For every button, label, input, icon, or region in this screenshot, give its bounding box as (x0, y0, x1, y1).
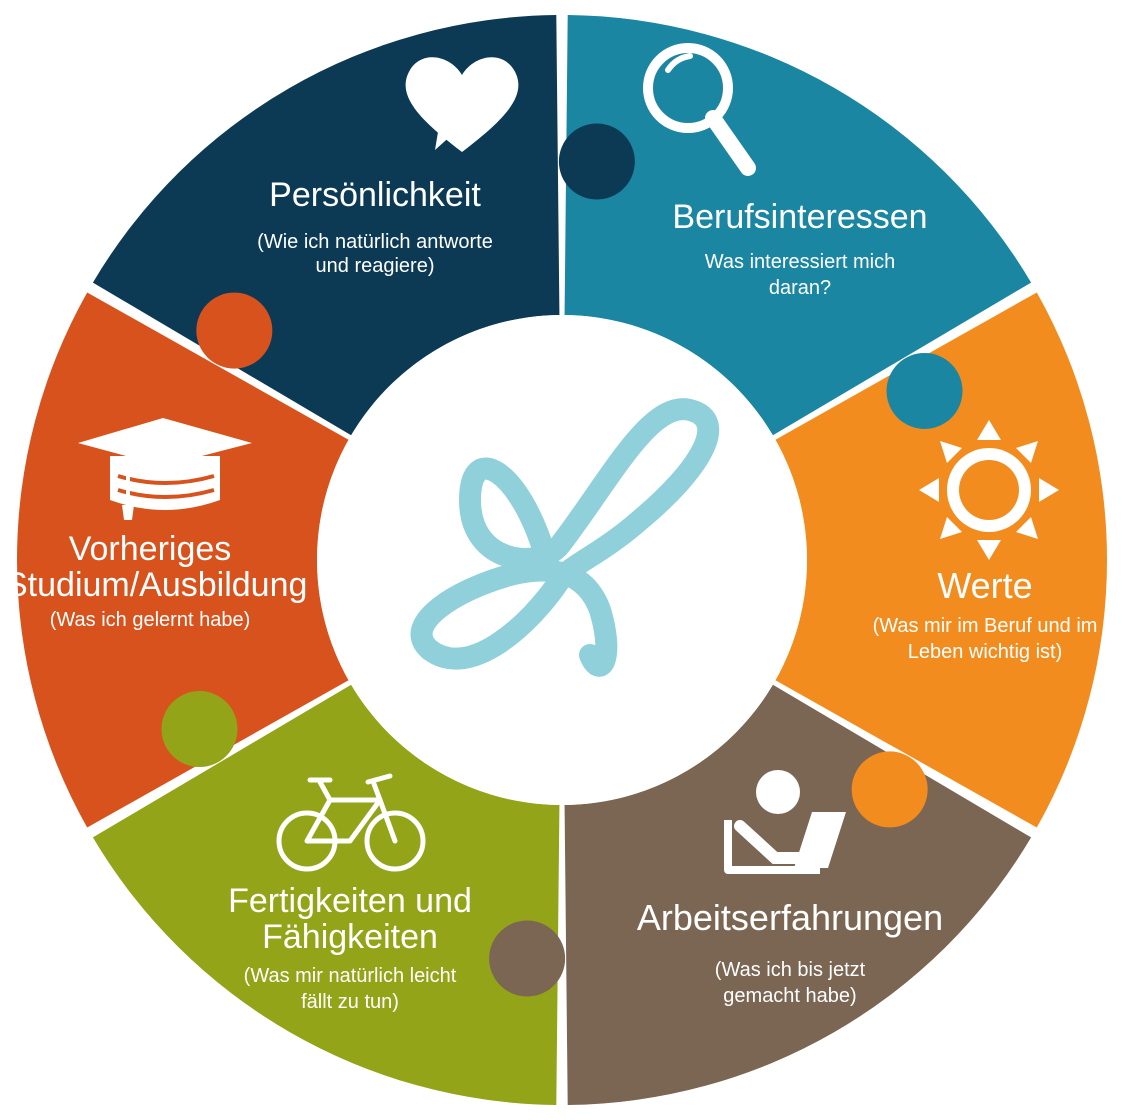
education-puzzle-tab (196, 292, 273, 369)
interests-subtitle-line2: daran? (768, 277, 832, 299)
skills-title-line2: Fähigkeiten (262, 918, 438, 956)
personality-subtitle-line2: und reagiere) (315, 255, 435, 277)
interests-subtitle-line1: Was interessiert mich (704, 251, 896, 273)
personality-puzzle-tab (558, 123, 635, 200)
values-subtitle-line2: Leben wichtig ist) (907, 641, 1063, 663)
center-hole (317, 315, 807, 805)
personality-title: Persönlichkeit (269, 176, 481, 214)
interests-title: Berufsinteressen (672, 198, 928, 236)
values-puzzle-tab (851, 751, 928, 828)
values-segment (775, 292, 1107, 828)
interests-puzzle-tab (886, 352, 963, 429)
education-subtitle-line1: (Was ich gelernt habe) (49, 609, 251, 631)
education-title-line2: Studium/Ausbildung (5, 566, 308, 604)
education-segment (16, 292, 349, 828)
personality-subtitle-line1: (Wie ich natürlich antworte (257, 231, 493, 253)
infinity-loop-icon (410, 398, 720, 677)
skills-subtitle-line2: fällt zu tun) (301, 991, 399, 1013)
experience-title: Arbeitserfahrungen (636, 897, 944, 938)
values-title: Werte (937, 565, 1033, 606)
interests-segment (564, 15, 1032, 436)
experience-puzzle-tab (489, 920, 566, 997)
experience-subtitle-line2: gemacht habe) (723, 985, 857, 1007)
sun-icon (919, 420, 1059, 560)
heart-icon (405, 57, 519, 153)
education-title-line1: Vorheriges (68, 530, 232, 568)
experience-subtitle-line1: (Was ich bis jetzt (714, 959, 866, 981)
bicycle-icon (276, 773, 426, 872)
skills-subtitle-line1: (Was mir natürlich leicht (243, 965, 457, 987)
skills-title-line1: Fertigkeiten und (228, 882, 472, 920)
magnifier-icon (643, 43, 756, 176)
values-subtitle-line1: (Was mir im Beruf und im (872, 615, 1098, 637)
skills-segment (92, 684, 560, 1105)
graduation-cap-icon (78, 418, 252, 520)
skills-puzzle-tab (161, 691, 238, 768)
laptop-user-icon (724, 770, 846, 874)
